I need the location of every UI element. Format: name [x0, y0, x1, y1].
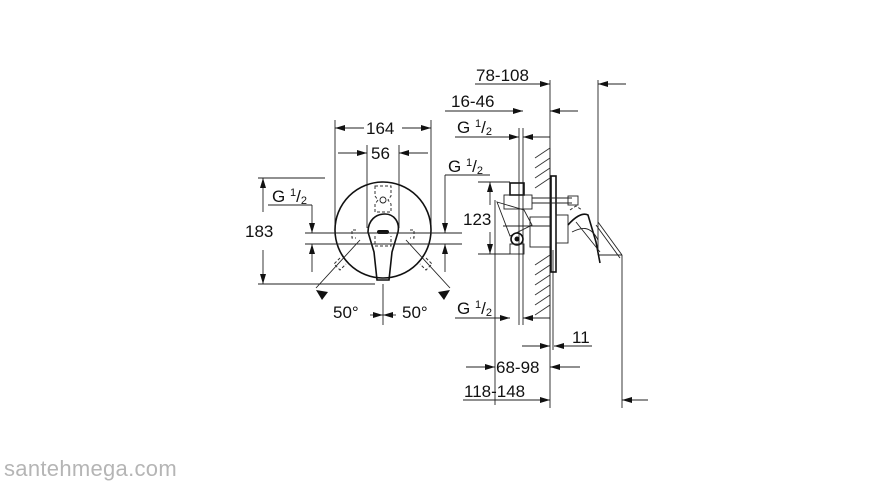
- valve-body: [496, 182, 579, 255]
- dim-16-46: 16-46: [451, 92, 494, 111]
- thread-left-label: G 1/2: [272, 187, 307, 207]
- dim-123: 123: [463, 210, 491, 229]
- dim-11: 11: [572, 328, 590, 347]
- dim-68-98: 68-98: [496, 358, 539, 377]
- front-view: 164 56 183 G 1/2: [245, 119, 490, 325]
- angle-left: 50°: [333, 303, 359, 322]
- dim-164: 164: [366, 119, 394, 138]
- dim-56: 56: [371, 144, 390, 163]
- thread-right-label: G 1/2: [448, 157, 483, 177]
- dim-118-148: 118-148: [464, 382, 525, 401]
- escutcheon-plate: [334, 181, 432, 279]
- lever-side: [555, 205, 623, 264]
- side-view: 78-108 16-46 G 1/2: [445, 66, 648, 408]
- thread-top-label: G 1/2: [457, 118, 492, 138]
- dim-78-108: 78-108: [476, 66, 529, 85]
- dim-183: 183: [245, 222, 273, 241]
- thread-bottom-label: G 1/2: [457, 299, 492, 319]
- wall-hatch: [534, 147, 551, 320]
- cover-plate: [550, 175, 557, 273]
- lever-handle: [367, 213, 400, 281]
- watermark: santehmega.com: [4, 456, 177, 481]
- angle-right: 50°: [402, 303, 428, 322]
